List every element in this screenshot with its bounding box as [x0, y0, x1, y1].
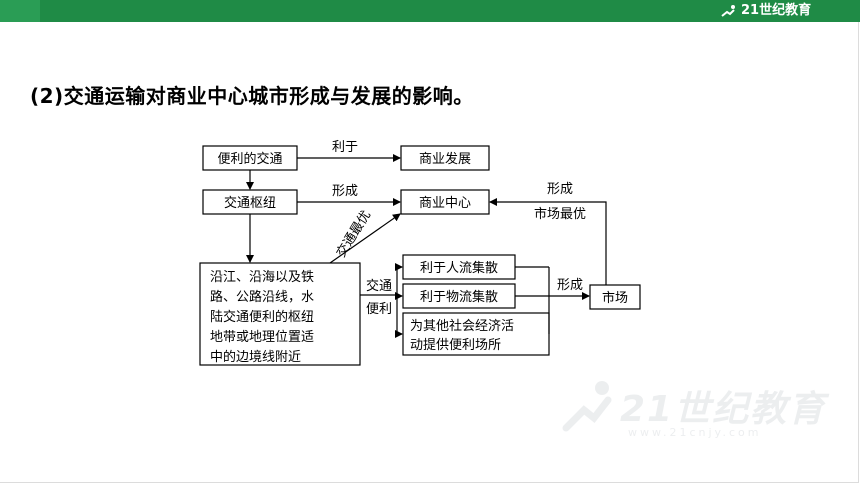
slide-heading: (2)交通运输对商业中心城市形成与发展的影响。: [30, 84, 474, 108]
node-location-line4: 地带或地理位置适: [210, 330, 314, 345]
node-convenient-transport: 便利的交通: [217, 151, 282, 167]
edge-form1: 形成: [332, 184, 358, 199]
node-goods-flow: 利于物流集散: [420, 289, 498, 305]
arrow-transport-best: [329, 213, 401, 264]
edge-market-best: 市场最优: [534, 206, 586, 222]
edge-transport-conv-1: 交通: [366, 278, 392, 294]
top-bar: 21世纪教育: [0, 0, 860, 22]
box-convenient-transport: [202, 145, 298, 171]
node-econ-line2: 动提供便利场所: [410, 337, 501, 353]
node-market: 市场: [602, 290, 628, 306]
runner-icon: [721, 4, 735, 17]
node-location-line1: 沿江、沿海以及铁: [210, 270, 314, 285]
edge-transport-best: 交通最优: [333, 208, 374, 261]
node-hub: 交通枢纽: [224, 195, 276, 211]
node-econ-line1: 为其他社会经济活: [410, 318, 514, 334]
edge-form2: 形成: [557, 278, 583, 293]
node-location-line3: 陆交通便利的枢纽: [210, 309, 314, 325]
box-market: [589, 284, 641, 310]
watermark-text: 21世纪教育: [620, 389, 827, 430]
box-location: [199, 262, 361, 366]
box-commerce-center: [400, 189, 490, 215]
node-location-line5: 中的边境线附近: [210, 349, 301, 365]
top-bar-accent: [0, 0, 40, 22]
node-commerce-dev: 商业发展: [419, 151, 471, 167]
watermark: 21世纪教育 www.21cnjy.com: [560, 372, 840, 452]
node-location-line2: 路、公路沿线，水: [210, 289, 314, 305]
slide-frame: [0, 22, 859, 483]
watermark-url: www.21cnjy.com: [628, 426, 762, 439]
edge-transport-conv-2: 便利: [366, 302, 392, 317]
node-commerce-center: 商业中心: [419, 196, 471, 211]
watermark-runner-icon: [562, 381, 612, 432]
brand-name: 21世纪教育: [741, 3, 812, 18]
edge-form3: 形成: [547, 182, 573, 197]
edge-benefit: 利于: [332, 140, 358, 155]
node-people-flow: 利于人流集散: [420, 260, 498, 276]
brand-logo: 21世纪教育: [720, 1, 830, 21]
box-commerce-dev: [400, 145, 490, 171]
box-econ: [402, 312, 550, 356]
arrow-market-best: [489, 198, 607, 285]
